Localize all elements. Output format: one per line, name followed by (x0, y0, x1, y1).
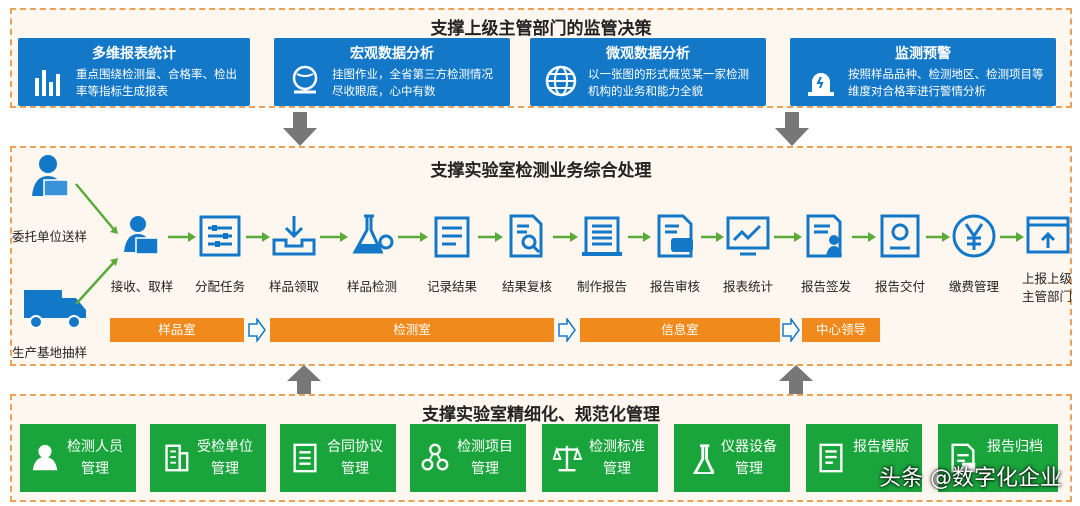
step-label: 报表统计 (722, 279, 774, 294)
step-arrow (774, 232, 802, 242)
nodes-icon (421, 443, 449, 471)
card-title: 监测预警 (895, 46, 951, 62)
top-section-title: 支撑上级主管部门的监管决策 (430, 19, 652, 39)
management-item: 仪器设备 管理 (674, 424, 790, 492)
card-micro-analysis: 微观数据分析 以一张图的形式概览某一家检测机构的业务和能力全貌 (530, 38, 766, 106)
management-item-label: 仪器设备 管理 (721, 439, 777, 477)
management-item: 受检单位 管理 (150, 424, 266, 492)
management-item-label: 受检单位 管理 (197, 439, 253, 477)
room-arrow-1 (248, 318, 266, 342)
step-arrow (320, 232, 348, 242)
step-label: 报告审核 (649, 279, 701, 294)
room-leadership: 中心领导 (802, 318, 880, 342)
step-arrow (926, 232, 950, 242)
step-arrow (701, 232, 724, 242)
step-label: 接收、取样 (110, 279, 174, 294)
management-item-label: 检测项目 管理 (457, 439, 513, 477)
certificate-icon (876, 212, 924, 260)
bar-chart-icon (35, 70, 60, 96)
card-title: 宏观数据分析 (350, 46, 434, 62)
card-monitoring-alert: 监测预警 按照样品品种、检测地区、检测项目等维度对合格率进行警情分析 (790, 38, 1056, 106)
watermark: 头条 @数字化企业 (879, 466, 1062, 491)
step-arrow (553, 232, 578, 242)
globe-icon (292, 65, 318, 94)
yen-icon (950, 212, 998, 260)
step-label: 结果复核 (501, 279, 553, 294)
management-item: 合同协议 管理 (280, 424, 396, 492)
management-item: 检测人员 管理 (20, 424, 136, 492)
sliders-icon (196, 212, 244, 260)
list-document-icon (293, 443, 317, 473)
card-desc: 按照样品品种、检测地区、检测项目等维度对合格率进行警情分析 (848, 67, 1044, 98)
room-info: 信息室 (580, 318, 780, 342)
step-label: 缴费管理 (948, 279, 1000, 294)
scroll-icon (578, 212, 626, 260)
management-item-label: 检测标准 管理 (589, 439, 645, 477)
person-box-icon (32, 155, 69, 197)
up-arrow-right (779, 365, 813, 395)
template-icon (819, 443, 843, 473)
step-label: 上报上级主管部门 (1021, 271, 1072, 304)
clipboard-icon (428, 212, 476, 260)
document-person-icon (802, 212, 850, 260)
management-item-label: 报告模版 (853, 439, 909, 455)
source-label-client: 委托单位送样 (12, 229, 88, 244)
card-multi-report: 多维报表统计 重点围绕检测量、合格率、检出率等指标生成报表 (18, 38, 250, 106)
flask-icon (348, 212, 396, 260)
step-arrow (398, 232, 428, 242)
source-label-base: 生产基地抽样 (12, 345, 88, 360)
card-desc: 以一张图的形式概览某一家检测机构的业务和能力全貌 (588, 67, 749, 98)
room-arrow-3 (782, 318, 800, 342)
step-arrow (852, 232, 876, 242)
top-section: 支撑上级主管部门的监管决策 多维报表统计 重点围绕检测量、合格率、检出率等指标生… (10, 8, 1072, 108)
truck-icon (24, 290, 86, 329)
room-arrow-2 (558, 318, 576, 342)
document-search-icon (503, 212, 551, 260)
management-item: 报告归档 (938, 424, 1058, 492)
card-title: 多维报表统计 (92, 46, 176, 62)
management-item: 检测标准 管理 (542, 424, 658, 492)
room-testing: 检测室 (270, 318, 554, 342)
inbox-icon (270, 212, 318, 260)
scale-icon (552, 445, 582, 472)
management-item-label: 合同协议 管理 (327, 439, 383, 477)
monitor-chart-icon (724, 212, 772, 260)
step-label: 样品检测 (346, 279, 398, 294)
step-label: 记录结果 (426, 279, 478, 294)
step-label: 分配任务 (194, 279, 246, 294)
card-desc: 挂图作业，全省第三方检测情况尽收眼底，心中有数 (332, 67, 493, 98)
building-icon (165, 444, 189, 472)
middle-section-title: 支撑实验室检测业务综合处理 (430, 161, 652, 181)
step-label: 报告交付 (874, 279, 926, 294)
step-label: 报告签发 (800, 279, 852, 294)
room-sample: 样品室 (110, 318, 244, 342)
step-arrow (168, 232, 196, 242)
down-arrow-right (775, 112, 809, 146)
step-label: 样品领取 (268, 279, 320, 294)
up-arrow-left (287, 365, 321, 395)
step-label: 制作报告 (576, 279, 628, 294)
step-arrow (478, 232, 503, 242)
step-arrow (1000, 232, 1024, 242)
browser-upload-icon (1024, 212, 1072, 260)
step-arrow (246, 232, 270, 242)
bottom-section-title: 支撑实验室精细化、规范化管理 (422, 405, 660, 425)
flask-icon (692, 444, 714, 474)
card-macro-analysis: 宏观数据分析 挂图作业，全省第三方检测情况尽收眼底，心中有数 (274, 38, 510, 106)
person-icon (32, 444, 58, 471)
audit-icon (651, 212, 699, 260)
management-item-label: 检测人员 管理 (67, 439, 123, 477)
card-title: 微观数据分析 (606, 46, 690, 62)
card-desc: 重点围绕检测量、合格率、检出率等指标生成报表 (76, 67, 237, 98)
step-arrow (628, 232, 651, 242)
connector-arrows (75, 183, 118, 305)
management-item-label: 报告归档 (987, 439, 1043, 455)
alarm-light-icon (808, 73, 834, 96)
archive-icon (951, 443, 976, 473)
management-item: 报告模版 (806, 424, 922, 492)
management-item: 检测项目 管理 (410, 424, 526, 492)
down-arrow-left (283, 112, 317, 146)
grid-globe-icon (545, 65, 577, 97)
person-box-icon (118, 212, 166, 260)
